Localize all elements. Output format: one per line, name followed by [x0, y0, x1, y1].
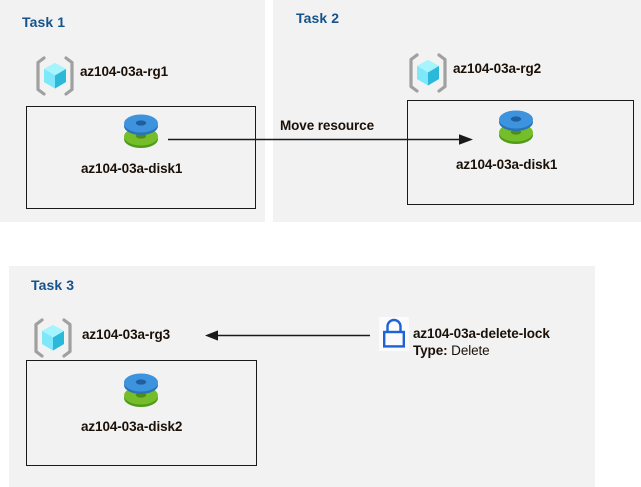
lock-type-value: Delete: [451, 343, 490, 358]
task-2-resource-box: [407, 100, 634, 205]
lock-icon: [379, 317, 409, 351]
task-2-title: Task 2: [296, 10, 340, 26]
managed-disk-icon: [118, 111, 164, 155]
managed-disk-icon: [118, 370, 164, 414]
disk-label: az104-03a-disk2: [81, 419, 183, 434]
task-3-panel: [9, 266, 595, 487]
move-resource-arrow: [168, 134, 473, 145]
task-1-resource-box: [26, 106, 256, 209]
resource-group-label: az104-03a-rg1: [80, 64, 169, 79]
task-1-panel: [0, 0, 265, 222]
lock-type-line: Type: Delete: [413, 343, 490, 358]
disk-label: az104-03a-disk1: [81, 161, 183, 176]
lock-name-label: az104-03a-delete-lock: [413, 326, 550, 341]
delete-lock-arrow: [205, 330, 370, 341]
task-2-panel: [273, 0, 641, 222]
disk-label: az104-03a-disk1: [456, 157, 558, 172]
resource-group-label: az104-03a-rg3: [82, 327, 171, 342]
move-resource-label: Move resource: [280, 118, 374, 133]
resource-group-icon: [406, 52, 450, 94]
resource-group-icon: [31, 317, 75, 359]
task-3-resource-box: [26, 360, 257, 466]
resource-group-icon: [33, 55, 77, 97]
task-1-title: Task 1: [22, 14, 66, 30]
task-3-title: Task 3: [31, 277, 75, 293]
resource-group-label: az104-03a-rg2: [453, 61, 542, 76]
lock-type-key: Type:: [413, 343, 448, 358]
managed-disk-icon: [493, 107, 539, 151]
